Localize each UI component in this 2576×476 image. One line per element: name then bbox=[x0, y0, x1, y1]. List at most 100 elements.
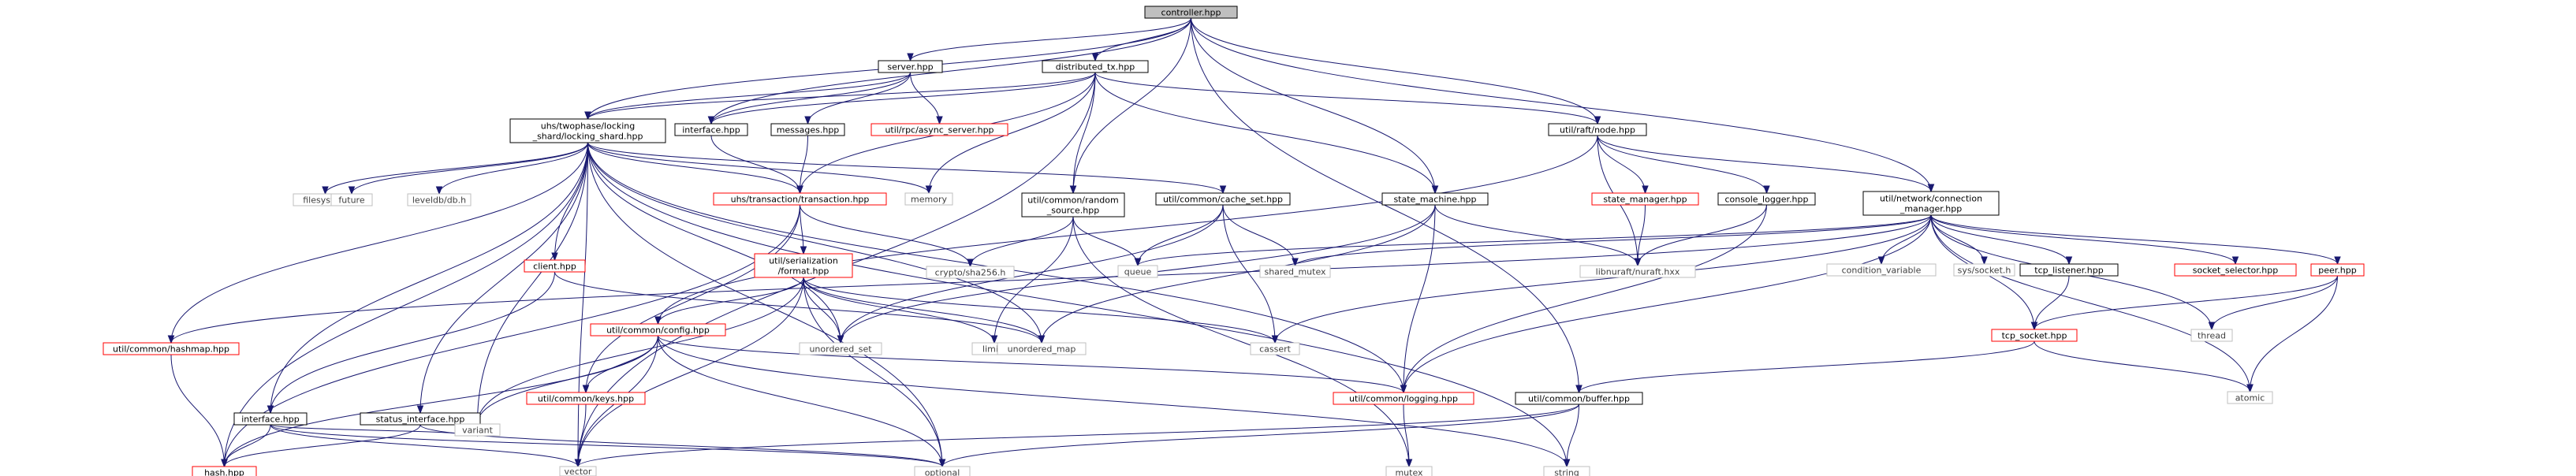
dependency-edge bbox=[967, 216, 1074, 268]
dependency-edge bbox=[2208, 275, 2338, 331]
node-asyncsrv[interactable]: util/rpc/async_server.hpp bbox=[870, 123, 1008, 136]
dependency-edge bbox=[2030, 275, 2338, 331]
dependency-edge bbox=[587, 142, 844, 344]
node-label: server.hpp bbox=[887, 62, 933, 73]
node-label: mutex bbox=[1395, 468, 1423, 476]
dependency-edges bbox=[167, 17, 2341, 468]
dependency-edge bbox=[221, 424, 271, 468]
node-label: future bbox=[338, 195, 364, 206]
node-nuraft: libnuraft/nuraft.hxx bbox=[1579, 265, 1696, 278]
node-label: uhs/twophase/locking bbox=[541, 121, 636, 132]
node-dtx[interactable]: distributed_tx.hpp bbox=[1042, 60, 1149, 73]
node-label: util/common/cache_set.hpp bbox=[1163, 195, 1283, 205]
node-connmgr[interactable]: util/network/connection_manager.hpp bbox=[1862, 191, 2000, 216]
node-transaction[interactable]: uhs/transaction/transaction.hpp bbox=[713, 192, 887, 206]
node-ls[interactable]: uhs/twophase/locking_shard/locking_shard… bbox=[509, 118, 666, 143]
node-atomic: atomic bbox=[2227, 391, 2273, 404]
node-label: console_logger.hpp bbox=[1725, 195, 1809, 205]
node-buffer[interactable]: util/common/buffer.hpp bbox=[1515, 392, 1643, 405]
node-controller[interactable]: controller.hpp bbox=[1144, 6, 1238, 19]
dependency-edge bbox=[907, 17, 1191, 62]
node-messages[interactable]: messages.hpp bbox=[770, 123, 845, 136]
dependency-edge bbox=[1597, 135, 1935, 193]
node-label: _manager.hpp bbox=[1899, 204, 1962, 214]
node-statemachine[interactable]: state_machine.hpp bbox=[1381, 192, 1489, 206]
node-label: condition_variable bbox=[1842, 266, 1922, 276]
node-keys[interactable]: util/common/keys.hpp bbox=[526, 392, 646, 405]
node-hash[interactable]: hash.hpp bbox=[192, 466, 257, 476]
dependency-edge bbox=[938, 403, 1579, 468]
dependency-edge bbox=[1222, 204, 1299, 267]
dependency-edge bbox=[910, 72, 943, 125]
node-label: optional bbox=[925, 468, 960, 476]
dependency-edge bbox=[1930, 214, 2254, 393]
node-future: future bbox=[330, 193, 373, 206]
node-label: client.hpp bbox=[533, 262, 576, 272]
dependency-edge bbox=[574, 403, 587, 468]
node-label: queue bbox=[1124, 267, 1152, 277]
node-label: thread bbox=[2198, 331, 2226, 341]
dependency-edge bbox=[587, 142, 1227, 195]
node-raftnode[interactable]: util/raft/node.hpp bbox=[1548, 123, 1647, 136]
node-unset: unordered_set bbox=[799, 342, 882, 355]
node-peer[interactable]: peer.hpp bbox=[2310, 263, 2365, 277]
node-tcpsocket[interactable]: tcp_socket.hpp bbox=[1991, 329, 2078, 342]
node-config[interactable]: util/common/config.hpp bbox=[590, 323, 726, 337]
dependency-edge bbox=[1091, 17, 1191, 62]
node-label: util/raft/node.hpp bbox=[1560, 125, 1635, 136]
dependency-edge bbox=[1634, 204, 1646, 267]
node-client[interactable]: client.hpp bbox=[524, 259, 586, 273]
dependency-edge bbox=[1930, 214, 2341, 266]
dependency-edge bbox=[1597, 135, 1649, 195]
node-iface1[interactable]: interface.hpp bbox=[674, 123, 748, 136]
node-label: state_manager.hpp bbox=[1603, 195, 1687, 205]
node-condvar: condition_variable bbox=[1826, 263, 1937, 277]
node-label: controller.hpp bbox=[1161, 8, 1221, 18]
node-label: crypto/sha256.h bbox=[935, 268, 1006, 278]
node-consolelogger[interactable]: console_logger.hpp bbox=[1717, 192, 1816, 206]
node-random[interactable]: util/common/random_source.hpp bbox=[1021, 192, 1125, 218]
node-label: string bbox=[1554, 468, 1579, 476]
node-unmap: unordered_map bbox=[997, 342, 1087, 355]
dependency-edge bbox=[1072, 216, 1142, 267]
node-serialformat[interactable]: util/serialization/format.hpp bbox=[754, 253, 853, 278]
node-label: interface.hpp bbox=[682, 125, 740, 136]
node-label: status_interface.hpp bbox=[376, 415, 465, 425]
node-sharedmutex: shared_mutex bbox=[1259, 265, 1331, 278]
node-logging[interactable]: util/common/logging.hpp bbox=[1333, 392, 1474, 405]
node-variant: variant bbox=[454, 423, 501, 437]
node-syssocket: sys/socket.h bbox=[1953, 263, 2015, 277]
dependency-edge bbox=[2030, 275, 2070, 331]
node-leveldb: leveldb/db.h bbox=[407, 193, 472, 206]
node-label: peer.hpp bbox=[2318, 266, 2356, 276]
node-statusif[interactable]: status_interface.hpp bbox=[360, 412, 481, 426]
dependency-edge bbox=[1069, 72, 1096, 195]
node-label: util/common/buffer.hpp bbox=[1528, 394, 1630, 404]
node-thread: thread bbox=[2190, 329, 2233, 342]
dependency-edge bbox=[167, 214, 1932, 344]
node-label: _source.hpp bbox=[1046, 206, 1099, 216]
node-crypto: crypto/sha256.h bbox=[926, 266, 1015, 279]
dependency-edge bbox=[1930, 214, 2239, 266]
dependency-edge bbox=[270, 424, 481, 437]
node-cacheset[interactable]: util/common/cache_set.hpp bbox=[1155, 192, 1291, 206]
dependency-edge bbox=[1038, 204, 1436, 344]
node-label: util/network/connection bbox=[1880, 194, 1982, 204]
dependency-edge bbox=[800, 204, 807, 255]
dependency-edge bbox=[348, 142, 588, 195]
dependency-edge bbox=[1191, 17, 1439, 195]
node-hashmap[interactable]: util/common/hashmap.hpp bbox=[103, 342, 240, 355]
node-socksel[interactable]: socket_selector.hpp bbox=[2174, 263, 2297, 277]
dependency-edge bbox=[1069, 17, 1191, 195]
dependency-edge bbox=[587, 142, 803, 195]
node-label: leveldb/db.h bbox=[412, 195, 466, 206]
node-server[interactable]: server.hpp bbox=[878, 60, 943, 73]
node-label: util/common/keys.hpp bbox=[538, 394, 634, 404]
dependency-edge bbox=[587, 142, 1571, 468]
node-statemanager[interactable]: state_manager.hpp bbox=[1591, 192, 1699, 206]
node-label: util/common/hashmap.hpp bbox=[113, 344, 229, 355]
node-tcplistener[interactable]: tcp_listener.hpp bbox=[2019, 263, 2119, 277]
dependency-edge bbox=[584, 72, 911, 121]
node-iface2[interactable]: interface.hpp bbox=[233, 412, 308, 426]
